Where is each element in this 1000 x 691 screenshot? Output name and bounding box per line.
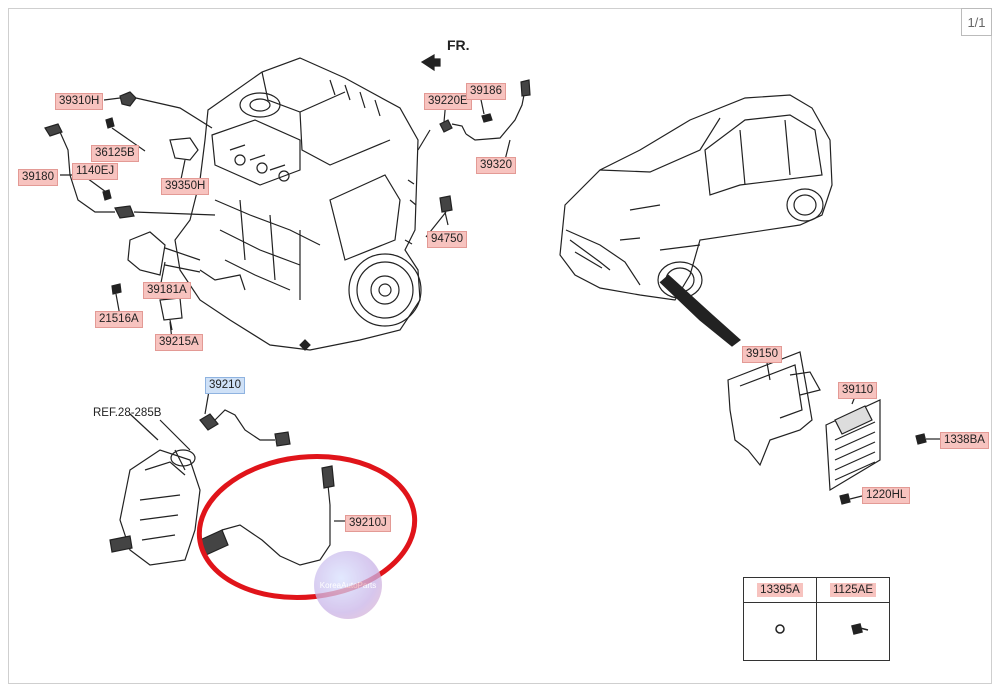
legend-icons (775, 623, 869, 635)
label-39310h[interactable]: 39310H (55, 93, 104, 110)
label-39215a[interactable]: 39215A (155, 334, 203, 351)
label-21516a[interactable]: 21516A (95, 311, 143, 328)
engine-block-drawing (127, 57, 422, 351)
label-1220hl[interactable]: 1220HL (862, 487, 911, 504)
label-ref-28-285b: REF.28-285B (93, 407, 162, 419)
label-39210j[interactable]: 39210J (345, 515, 391, 532)
label-39320[interactable]: 39320 (476, 157, 516, 174)
label-39350h[interactable]: 39350H (161, 178, 210, 195)
engine-sensors-drawing (44, 79, 531, 341)
ecm-drawing (727, 351, 940, 505)
legend-label-1125ae[interactable]: 1125AE (829, 583, 877, 597)
diagram-frame (8, 8, 992, 684)
label-39181a[interactable]: 39181A (143, 282, 191, 299)
legend-header-13395a: 13395A (744, 578, 817, 603)
label-39180[interactable]: 39180 (18, 169, 58, 186)
label-39186[interactable]: 39186 (466, 83, 506, 100)
front-direction-label: FR. (447, 37, 470, 53)
watermark-logo: KoreaAutoParts (314, 551, 382, 619)
highlight-circle (196, 453, 418, 601)
watermark-text: KoreaAutoParts (319, 580, 377, 590)
legend-header-1125ae: 1125AE (817, 578, 889, 603)
exhaust-manifold-drawing (109, 384, 345, 566)
label-39220e[interactable]: 39220E (424, 93, 472, 110)
label-39210[interactable]: 39210 (205, 377, 245, 394)
label-1338ba[interactable]: 1338BA (940, 432, 989, 449)
label-39110[interactable]: 39110 (838, 382, 878, 399)
vehicle-drawing (559, 94, 833, 347)
legend-label-13395a[interactable]: 13395A (757, 583, 803, 597)
fastener-legend-table: 13395A 1125AE (743, 577, 890, 661)
label-1140ej[interactable]: 1140EJ (72, 163, 119, 180)
label-36125b[interactable]: 36125B (91, 145, 139, 162)
page-indicator: 1/1 (961, 8, 992, 36)
front-arrow-icon (420, 53, 441, 72)
bolt-icon (851, 623, 869, 635)
label-94750[interactable]: 94750 (427, 231, 467, 248)
label-39150[interactable]: 39150 (742, 346, 782, 363)
legend-divider (816, 602, 817, 660)
nut-icon (775, 624, 785, 634)
